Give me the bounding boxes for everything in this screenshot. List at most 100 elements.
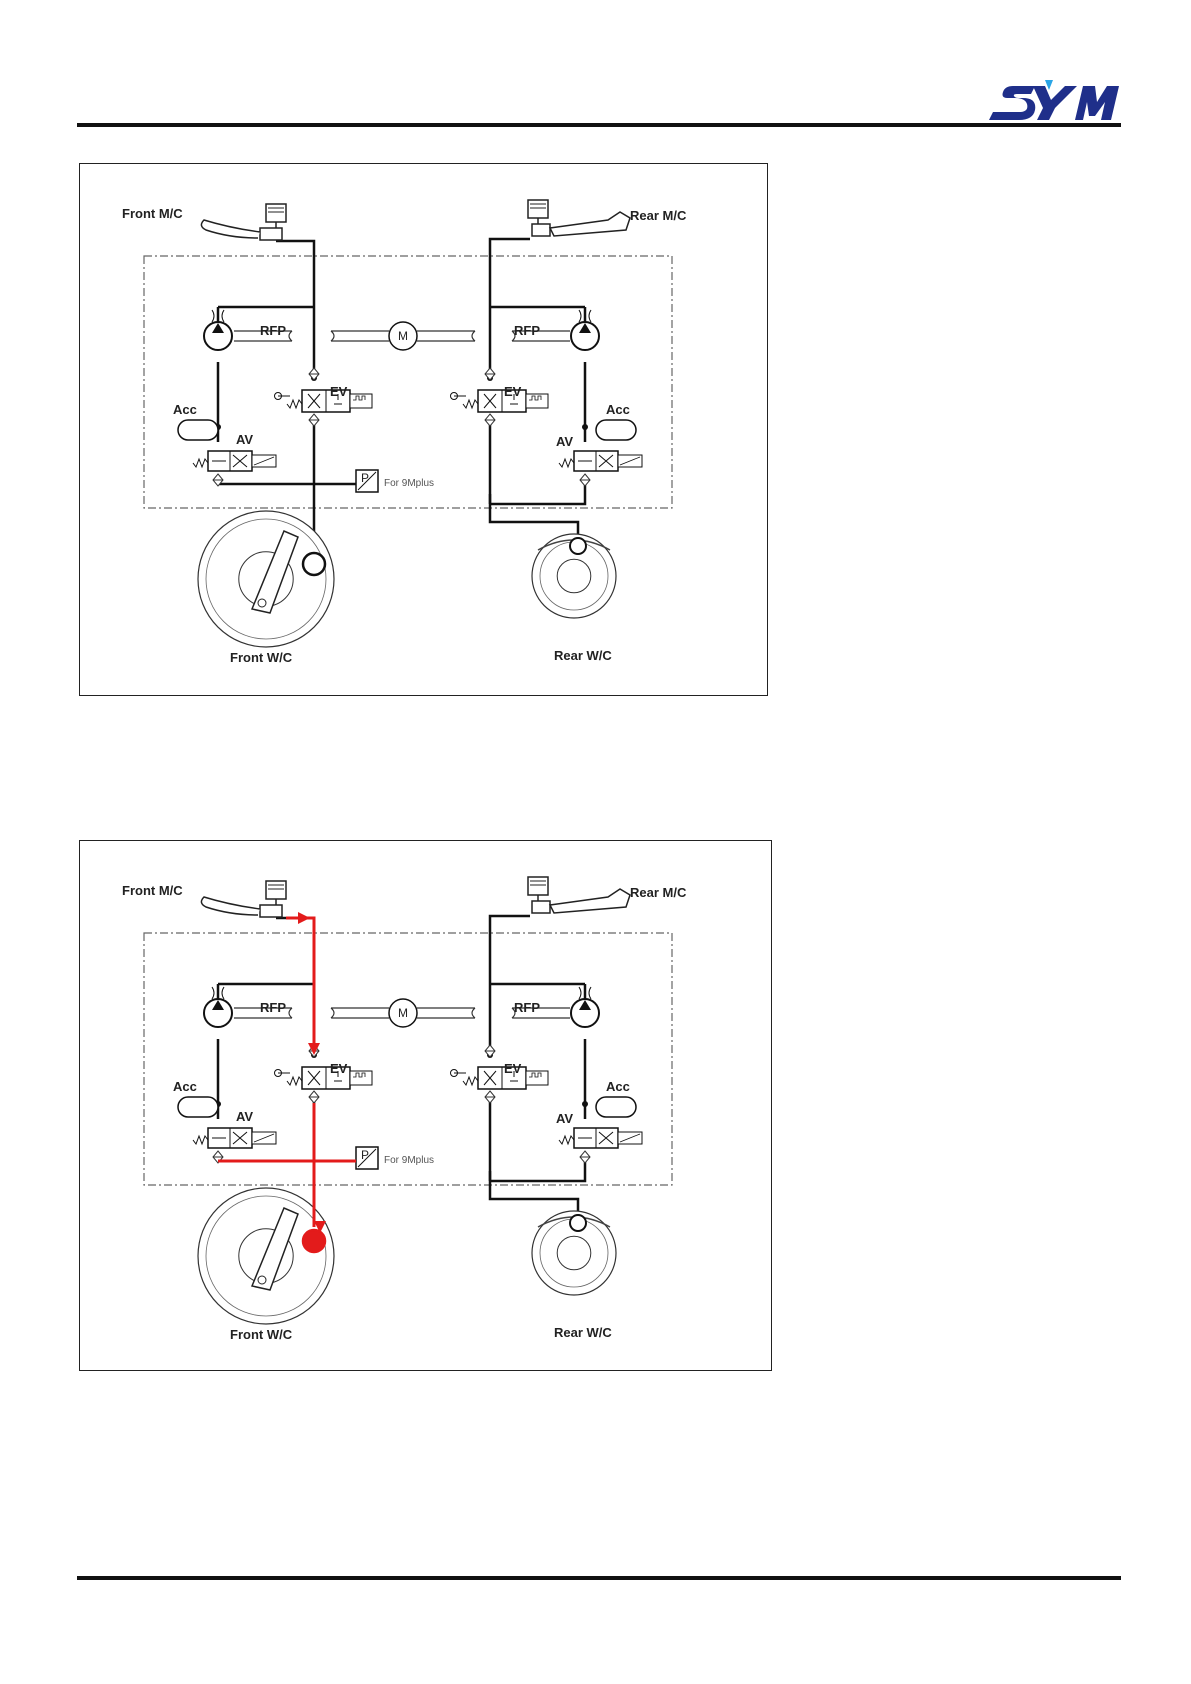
flow-path-mc-to-ev (286, 918, 314, 1047)
junction-dot-2 (582, 1101, 588, 1107)
rear-av-valve-spring (559, 1136, 574, 1144)
motor-shaft-right (417, 1008, 475, 1018)
footer-rule (77, 1576, 1121, 1580)
front-wc-label: Front W/C (230, 650, 293, 665)
rear-mc-label: Rear M/C (630, 208, 687, 223)
rear-ev-filter-bottom (485, 414, 495, 426)
rfp-right-label: RFP (514, 1000, 540, 1015)
front-mc-label: Front M/C (122, 883, 183, 898)
rear-ev-filter-bottom (485, 1091, 495, 1103)
rear-master-cylinder-reservoir (528, 200, 548, 218)
rear-master-cylinder-pedal (550, 212, 630, 236)
flow-arrow-down-ev (308, 1043, 320, 1055)
rfp-left-label: RFP (260, 323, 286, 338)
front-master-cylinder-cylinder (260, 228, 282, 240)
pressure-sensor-note: For 9Mplus (384, 1155, 434, 1166)
acc-right-label: Acc (606, 1079, 630, 1094)
rfp-left-label: RFP (260, 1000, 286, 1015)
front-ev-filter-top (309, 368, 319, 380)
rear-master-cylinder-reservoir (528, 877, 548, 895)
rear-av-return-line (490, 484, 585, 504)
rear-wc-label: Rear W/C (554, 1325, 612, 1340)
sym-logo-mark (983, 70, 1123, 126)
rear-ev-valve-spring (463, 400, 478, 408)
diagram-flow-frame: M P For 9Mplus Front M/C Rear M/C RFP RFP EV EV A… (79, 840, 772, 1371)
front-ev-valve-solenoid (350, 1071, 372, 1085)
rear-av-valve-spring (559, 459, 574, 467)
diagram-idle-frame: M P For 9Mplus Front M/C Rear M/C RFP RFP EV EV A… (79, 163, 768, 696)
front-ev-valve-spring (287, 1077, 302, 1085)
rear-master-cylinder-cylinder (532, 224, 550, 236)
rear-wheel-hub (557, 559, 591, 593)
pressure-sensor-symbol: P (361, 471, 369, 485)
rear-wheel-cylinder (570, 538, 586, 554)
front-wheel-cylinder (303, 1230, 325, 1252)
pressure-sensor-note: For 9Mplus (384, 478, 434, 489)
rear-av-filter (580, 1151, 590, 1163)
front-av-valve-spring (193, 1136, 208, 1144)
rear-wc-label: Rear W/C (554, 648, 612, 663)
front-wheel-axle (258, 1276, 266, 1284)
acc-left-label: Acc (173, 1079, 197, 1094)
acc-right-label: Acc (606, 402, 630, 417)
av-left-label: AV (236, 432, 253, 447)
rear-master-cylinder-pedal (550, 889, 630, 913)
rear-wheel-cylinder (570, 1215, 586, 1231)
front-ev-filter-bottom (309, 414, 319, 426)
front-av-valve-spring (193, 459, 208, 467)
motor-label: M (398, 1006, 408, 1020)
front-master-cylinder-reservoir (266, 204, 286, 222)
front-accumulator (178, 420, 218, 440)
rear-ev-filter-top (485, 368, 495, 380)
junction-dot-2 (582, 424, 588, 430)
front-master-cylinder-lever (201, 220, 260, 238)
front-accumulator (178, 1097, 218, 1117)
sym-logo (983, 70, 1123, 126)
front-mc-to-ev-line (276, 241, 314, 378)
rear-av-filter (580, 474, 590, 486)
front-master-cylinder-reservoir (266, 881, 286, 899)
front-wc-label: Front W/C (230, 1327, 293, 1342)
rear-mc-to-ev-line (490, 916, 530, 1055)
rear-wheel-hub (557, 1236, 591, 1270)
av-right-label: AV (556, 1111, 573, 1126)
rear-wc-line (490, 494, 578, 536)
rear-wc-line (490, 1171, 578, 1213)
acc-left-label: Acc (173, 402, 197, 417)
front-ev-valve-solenoid (350, 394, 372, 408)
front-ev-valve-spring (287, 400, 302, 408)
motor-shaft-left (331, 1008, 389, 1018)
front-mc-to-ev-line (276, 918, 314, 1055)
front-mc-label: Front M/C (122, 206, 183, 221)
pressure-sensor-symbol: P (361, 1148, 369, 1162)
rear-ev-valve-spring (463, 1077, 478, 1085)
rear-mc-label: Rear M/C (630, 885, 687, 900)
motor-shaft-left (331, 331, 389, 341)
rear-ev-valve-solenoid (526, 394, 548, 408)
ev-right-label: EV (504, 1061, 522, 1076)
front-wheel-cylinder (303, 553, 325, 575)
av-left-label: AV (236, 1109, 253, 1124)
rear-av-return-line (490, 1161, 585, 1181)
motor-label: M (398, 329, 408, 343)
rear-mc-to-ev-line (490, 239, 530, 378)
abs-hydraulic-diagram-idle: M P For 9Mplus Front M/C Rear M/C RFP RFP EV EV A… (80, 164, 769, 697)
rear-accumulator (596, 420, 636, 440)
rfp-right-label: RFP (514, 323, 540, 338)
abs-hydraulic-diagram-front-flow: M P For 9Mplus Front M/C Rear M/C RFP RFP EV EV A… (80, 841, 773, 1372)
front-master-cylinder-lever (201, 897, 260, 915)
front-ev-filter-bottom (309, 1091, 319, 1103)
motor-shaft-right (417, 331, 475, 341)
flow-arrow-right (298, 912, 310, 924)
rear-ev-valve-solenoid (526, 1071, 548, 1085)
front-master-cylinder-cylinder (260, 905, 282, 917)
front-wheel-axle (258, 599, 266, 607)
ev-left-label: EV (330, 384, 348, 399)
rear-master-cylinder-cylinder (532, 901, 550, 913)
ev-right-label: EV (504, 384, 522, 399)
header-rule (77, 123, 1121, 127)
rear-accumulator (596, 1097, 636, 1117)
rear-ev-filter-top (485, 1045, 495, 1057)
av-right-label: AV (556, 434, 573, 449)
ev-left-label: EV (330, 1061, 348, 1076)
